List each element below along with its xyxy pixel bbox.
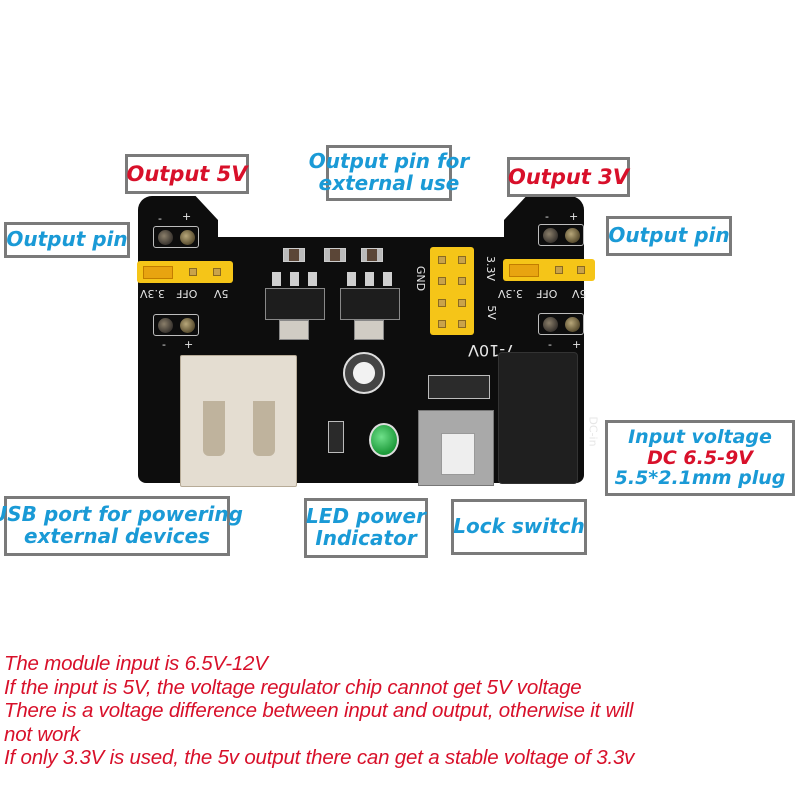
- external-output-header: [430, 247, 474, 335]
- silk-3v3-left: 3.3V: [140, 287, 166, 300]
- callout-lock-switch: Lock switch: [451, 499, 587, 555]
- output-pin-left-bottom: [153, 314, 199, 336]
- voltage-regulator-5v: [265, 288, 325, 320]
- callout-led-line1: LED power: [306, 504, 426, 529]
- output-pin-right-top: [538, 224, 584, 246]
- regulator-leg: [290, 272, 299, 286]
- note-line: If only 3.3V is used, the 5v output ther…: [4, 746, 635, 769]
- lock-switch: [418, 410, 494, 486]
- usb-port: [180, 355, 297, 487]
- electrolytic-capacitor: [343, 352, 385, 394]
- protection-diode: [428, 375, 490, 399]
- power-led: [369, 423, 399, 457]
- callout-external-line2: external use: [318, 171, 460, 195]
- voltage-regulator-3v3: [340, 288, 400, 320]
- silk-header-5v: 5V: [484, 305, 498, 320]
- header-pin: [458, 320, 466, 328]
- led-resistor: [328, 421, 344, 453]
- header-pin: [213, 268, 221, 276]
- callout-input-voltage-line1: Input voltage: [628, 426, 772, 449]
- callout-output-3v-label: Output 3V: [507, 164, 630, 189]
- callout-output-pin-right: Output pin: [606, 216, 732, 256]
- callout-output-5v-label: Output 5V: [126, 161, 248, 186]
- callout-usb-line2: external devices: [23, 524, 211, 548]
- silk-plus: +: [572, 338, 582, 351]
- silk-header-3v3: 3.3V: [484, 255, 498, 282]
- note-line: There is a voltage difference between in…: [4, 699, 634, 722]
- callout-output-pin-external: Output pin for external use: [309, 145, 469, 201]
- callout-output-pin-left: Output pin: [4, 222, 130, 258]
- callout-output-pin-right-label: Output pin: [608, 223, 730, 248]
- silk-gnd: GND: [414, 265, 428, 292]
- callout-usb-line1: USB port for powering: [0, 502, 243, 527]
- regulator-tab: [354, 320, 384, 340]
- header-pin: [438, 277, 446, 285]
- header-pin: [438, 320, 446, 328]
- callout-output-pin-left-label: Output pin: [6, 227, 128, 252]
- callout-output-3v: Output 3V: [507, 157, 630, 197]
- silk-off-left: OFF: [176, 287, 198, 300]
- silk-off-right: OFF: [536, 287, 558, 300]
- silk-5v-left: 5V: [214, 287, 229, 300]
- callout-usb-port: USB port for powering external devices: [0, 496, 243, 556]
- regulator-leg: [272, 272, 281, 286]
- header-pin: [458, 277, 466, 285]
- regulator-leg: [308, 272, 317, 286]
- smd-capacitor: [361, 248, 383, 262]
- silk-dc-in: DC-in: [586, 416, 600, 447]
- regulator-tab: [279, 320, 309, 340]
- header-pin: [438, 256, 446, 264]
- output-pin-left-top: [153, 226, 199, 248]
- header-pin: [458, 299, 466, 307]
- silk-minus: -: [548, 338, 552, 351]
- switch-button: [441, 433, 475, 475]
- callout-external-line1: Output pin for: [308, 149, 470, 174]
- notes: The module input is 6.5V-12V If the inpu…: [4, 652, 800, 770]
- silk-plus: +: [182, 210, 192, 223]
- note-line: not work: [4, 722, 80, 746]
- smd-capacitor: [283, 248, 305, 262]
- regulator-leg: [347, 272, 356, 286]
- silk-3v3-right: 3.3V: [498, 287, 524, 300]
- callout-input-voltage: Input voltage DC 6.5-9V 5.5*2.1mm plug: [605, 420, 795, 496]
- callout-output-5v: Output 5V: [125, 154, 249, 194]
- header-pin: [438, 299, 446, 307]
- silk-minus: -: [545, 210, 549, 223]
- silk-minus: -: [158, 212, 162, 225]
- usb-slot: [253, 401, 275, 456]
- silk-plus: +: [184, 338, 194, 351]
- pcb-ear-right: [504, 196, 584, 256]
- callout-lock-switch-label: Lock switch: [453, 514, 585, 539]
- jumper-cap-left: [143, 266, 173, 279]
- jumper-cap-right: [509, 264, 539, 277]
- callout-input-voltage-line3: 5.5*2.1mm plug: [614, 467, 786, 490]
- silk-minus: -: [162, 338, 166, 351]
- note-line: If the input is 5V, the voltage regulato…: [4, 675, 582, 699]
- callout-led-power: LED power Indicator: [304, 498, 428, 558]
- callout-led-line2: Indicator: [315, 526, 417, 550]
- header-pin: [458, 256, 466, 264]
- note-line: The module input is 6.5V-12V: [4, 652, 268, 675]
- regulator-leg: [365, 272, 374, 286]
- usb-slot: [203, 401, 225, 456]
- header-pin: [577, 266, 585, 274]
- header-pin: [555, 266, 563, 274]
- silk-plus: +: [569, 210, 579, 223]
- callout-input-voltage-line2: DC 6.5-9V: [647, 446, 753, 469]
- header-pin: [189, 268, 197, 276]
- output-pin-right-bottom: [538, 313, 584, 335]
- silk-5v-right: 5V: [572, 287, 587, 300]
- regulator-leg: [383, 272, 392, 286]
- smd-capacitor: [324, 248, 346, 262]
- dc-jack: [498, 352, 578, 484]
